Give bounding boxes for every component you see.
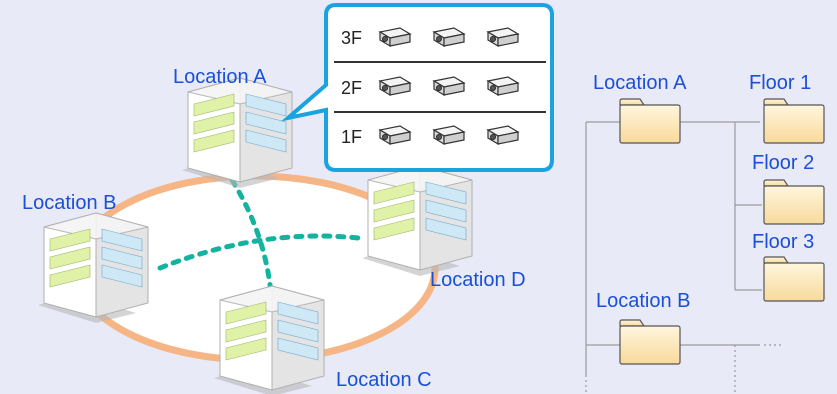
projector-icon <box>433 76 465 96</box>
dotted-link-b-d <box>157 233 361 271</box>
projector-icon <box>487 76 519 96</box>
building-location-b-icon <box>37 212 149 324</box>
floor-label-1f: 1F <box>341 127 363 147</box>
location-b-label: Location B <box>22 192 117 214</box>
floor-label-2f: 2F <box>341 78 363 98</box>
building-location-d-icon <box>361 165 473 277</box>
folder-floor-3-icon <box>763 256 825 302</box>
projector-icon <box>379 76 411 96</box>
building-location-c-icon <box>213 285 325 394</box>
floor-label-3f: 3F <box>341 28 363 48</box>
projector-icon <box>379 27 411 47</box>
location-a-label: Location A <box>173 66 267 88</box>
folder-location-b-icon <box>619 319 681 365</box>
tree-location-a-label: Location A <box>593 72 687 94</box>
building-location-a-icon <box>181 77 293 189</box>
location-c-label: Location C <box>336 369 432 391</box>
projector-icon <box>433 125 465 145</box>
tree-floor-2-label: Floor 2 <box>752 152 815 174</box>
floor-callout <box>280 3 554 172</box>
folder-floor-2-icon <box>763 179 825 225</box>
projector-icon <box>433 27 465 47</box>
folder-location-a-icon <box>619 98 681 144</box>
location-d-label: Location D <box>430 269 526 291</box>
tree-floor-1-label: Floor 1 <box>749 72 812 94</box>
projector-icon <box>487 27 519 47</box>
projector-icon <box>487 125 519 145</box>
projector-icon <box>379 125 411 145</box>
tree-lines <box>585 121 784 394</box>
tree-floor-3-label: Floor 3 <box>752 231 815 253</box>
tree-location-b-label: Location B <box>596 290 691 312</box>
folder-floor-1-icon <box>763 98 825 144</box>
